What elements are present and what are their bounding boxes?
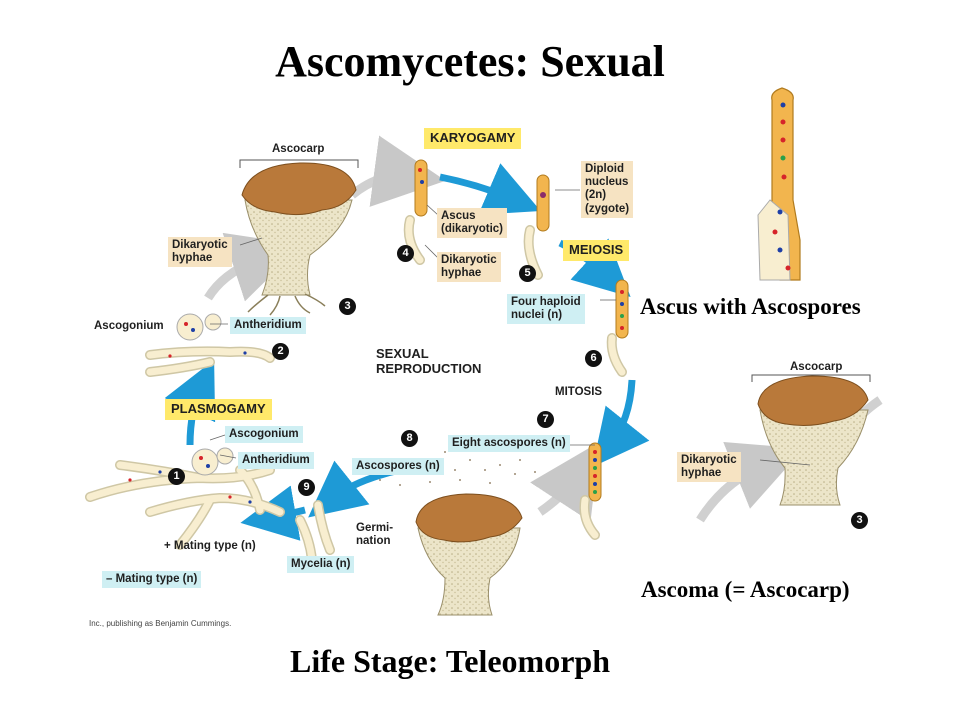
label-inset-ascocarp: Ascocarp	[790, 361, 843, 373]
label-plasmogamy: PLASMOGAMY	[165, 399, 272, 420]
label-ascogonium-top: Ascogonium	[94, 320, 164, 332]
label-inset-dikaryotic-hyphae: Dikaryotic hyphae	[677, 452, 741, 483]
ascus-four-haploid	[615, 279, 629, 339]
ascocarp-bracket	[239, 159, 359, 168]
gametangia	[176, 313, 234, 476]
label-diploid-line1: Diploid	[585, 163, 624, 175]
publisher-credit: Inc., publishing as Benjamin Cummings.	[89, 619, 232, 628]
step-6-marker: 6	[585, 350, 602, 367]
label-germination: Germi- nation	[352, 520, 397, 550]
label-diploid-line3: (2n)	[585, 189, 607, 202]
step-4-marker: 4	[397, 245, 414, 262]
gray-arrow-inset-bottom	[696, 441, 804, 523]
ascocarp-roots	[247, 293, 326, 316]
label-inset-dik-line2: hyphae	[681, 467, 722, 480]
ascocarp-cap	[241, 162, 357, 216]
label-four-haploid: Four haploid nuclei (n)	[507, 294, 585, 325]
caption-ascus-with-ascospores: Ascus with Ascospores	[640, 294, 861, 319]
label-dik-b-line2: hyphae	[441, 267, 482, 280]
label-ascogonium-bottom: Ascogonium	[225, 426, 303, 444]
step-8-marker: 8	[401, 430, 418, 447]
ascocarp-stalk	[244, 199, 353, 296]
germination-arrow	[240, 485, 306, 541]
label-antheridium-bottom: Antheridium	[238, 452, 314, 470]
step-7-marker: 7	[537, 411, 554, 428]
label-inset-dik-line1: Dikaryotic	[681, 454, 737, 466]
caption-ascoma: Ascoma (= Ascocarp)	[641, 577, 850, 602]
step-1-marker: 1	[168, 468, 185, 485]
label-mating-minus: – Mating type (n)	[102, 571, 202, 589]
label-ascus-line2: (dikaryotic)	[441, 223, 503, 236]
label-diploid-line2: nucleus	[585, 176, 629, 189]
label-dikaryotic-line1: Dikaryotic	[172, 239, 228, 251]
ascus-structures	[414, 159, 629, 502]
label-eight-ascospores: Eight ascospores (n)	[448, 435, 570, 453]
slide-title: Ascomycetes: Sexual	[275, 37, 665, 86]
label-mating-plus: + Mating type (n)	[164, 540, 256, 552]
ascogonium-top-circle	[176, 313, 204, 341]
label-antheridium-top: Antheridium	[230, 317, 306, 335]
ascocarp-main	[241, 162, 357, 316]
ascus-karyogamy	[414, 159, 428, 217]
label-sexual-line2: REPRODUCTION	[376, 360, 482, 376]
ascus-eight-spores	[588, 442, 602, 502]
label-karyogamy: KARYOGAMY	[424, 128, 522, 149]
label-dikaryotic-hyphae: Dikaryotic hyphae	[168, 237, 232, 268]
label-sexual-reproduction: SEXUAL REPRODUCTION	[372, 345, 485, 379]
label-ascus-line1: Ascus	[441, 210, 476, 222]
label-dikaryotic-line2: hyphae	[172, 252, 213, 265]
label-dikaryotic-hyphae-b: Dikaryotic hyphae	[437, 252, 501, 283]
ascogonium-bottom-circle	[191, 448, 219, 476]
hyphae-fill	[86, 216, 626, 564]
label-diploid-nucleus: Diploid nucleus (2n) (zygote)	[581, 161, 634, 218]
label-sexual-line1: SEXUAL	[376, 346, 429, 361]
label-mycelia: Mycelia (n)	[287, 556, 355, 574]
leader-lines	[209, 189, 811, 466]
label-four-line1: Four haploid	[511, 296, 581, 308]
label-diploid-line4: (zygote)	[585, 202, 630, 215]
gray-arrow-top	[349, 135, 446, 207]
inset-step-3-marker: 3	[851, 512, 868, 529]
karyogamy-arrow	[439, 163, 541, 215]
gray-arrow-bottom	[530, 441, 600, 522]
ascocarp-bottom	[415, 493, 523, 616]
mitosis-arrow	[592, 379, 650, 467]
label-ascospores: Ascospores (n)	[352, 458, 444, 476]
antheridium-top-circle	[204, 313, 222, 331]
step-2-marker: 2	[272, 343, 289, 360]
label-germination-line1: Germi-	[356, 522, 394, 534]
step-9-marker: 9	[298, 479, 315, 496]
ascus-diploid	[536, 174, 550, 232]
label-four-line2: nuclei (n)	[511, 309, 563, 322]
ascocarp-inset	[751, 374, 871, 506]
caption-life-stage: Life Stage: Teleomorph	[290, 643, 610, 679]
step-5-marker: 5	[519, 265, 536, 282]
label-ascocarp: Ascocarp	[272, 143, 325, 155]
label-meiosis: MEIOSIS	[563, 240, 630, 261]
step-3-marker: 3	[339, 298, 356, 315]
label-germination-line2: nation	[356, 535, 391, 548]
label-dik-b-line1: Dikaryotic	[441, 254, 497, 266]
label-ascus-dikaryotic: Ascus (dikaryotic)	[437, 208, 507, 239]
nuclei-dots	[128, 102, 791, 504]
label-mitosis: MITOSIS	[555, 386, 603, 398]
gray-arrow-left	[204, 232, 303, 302]
